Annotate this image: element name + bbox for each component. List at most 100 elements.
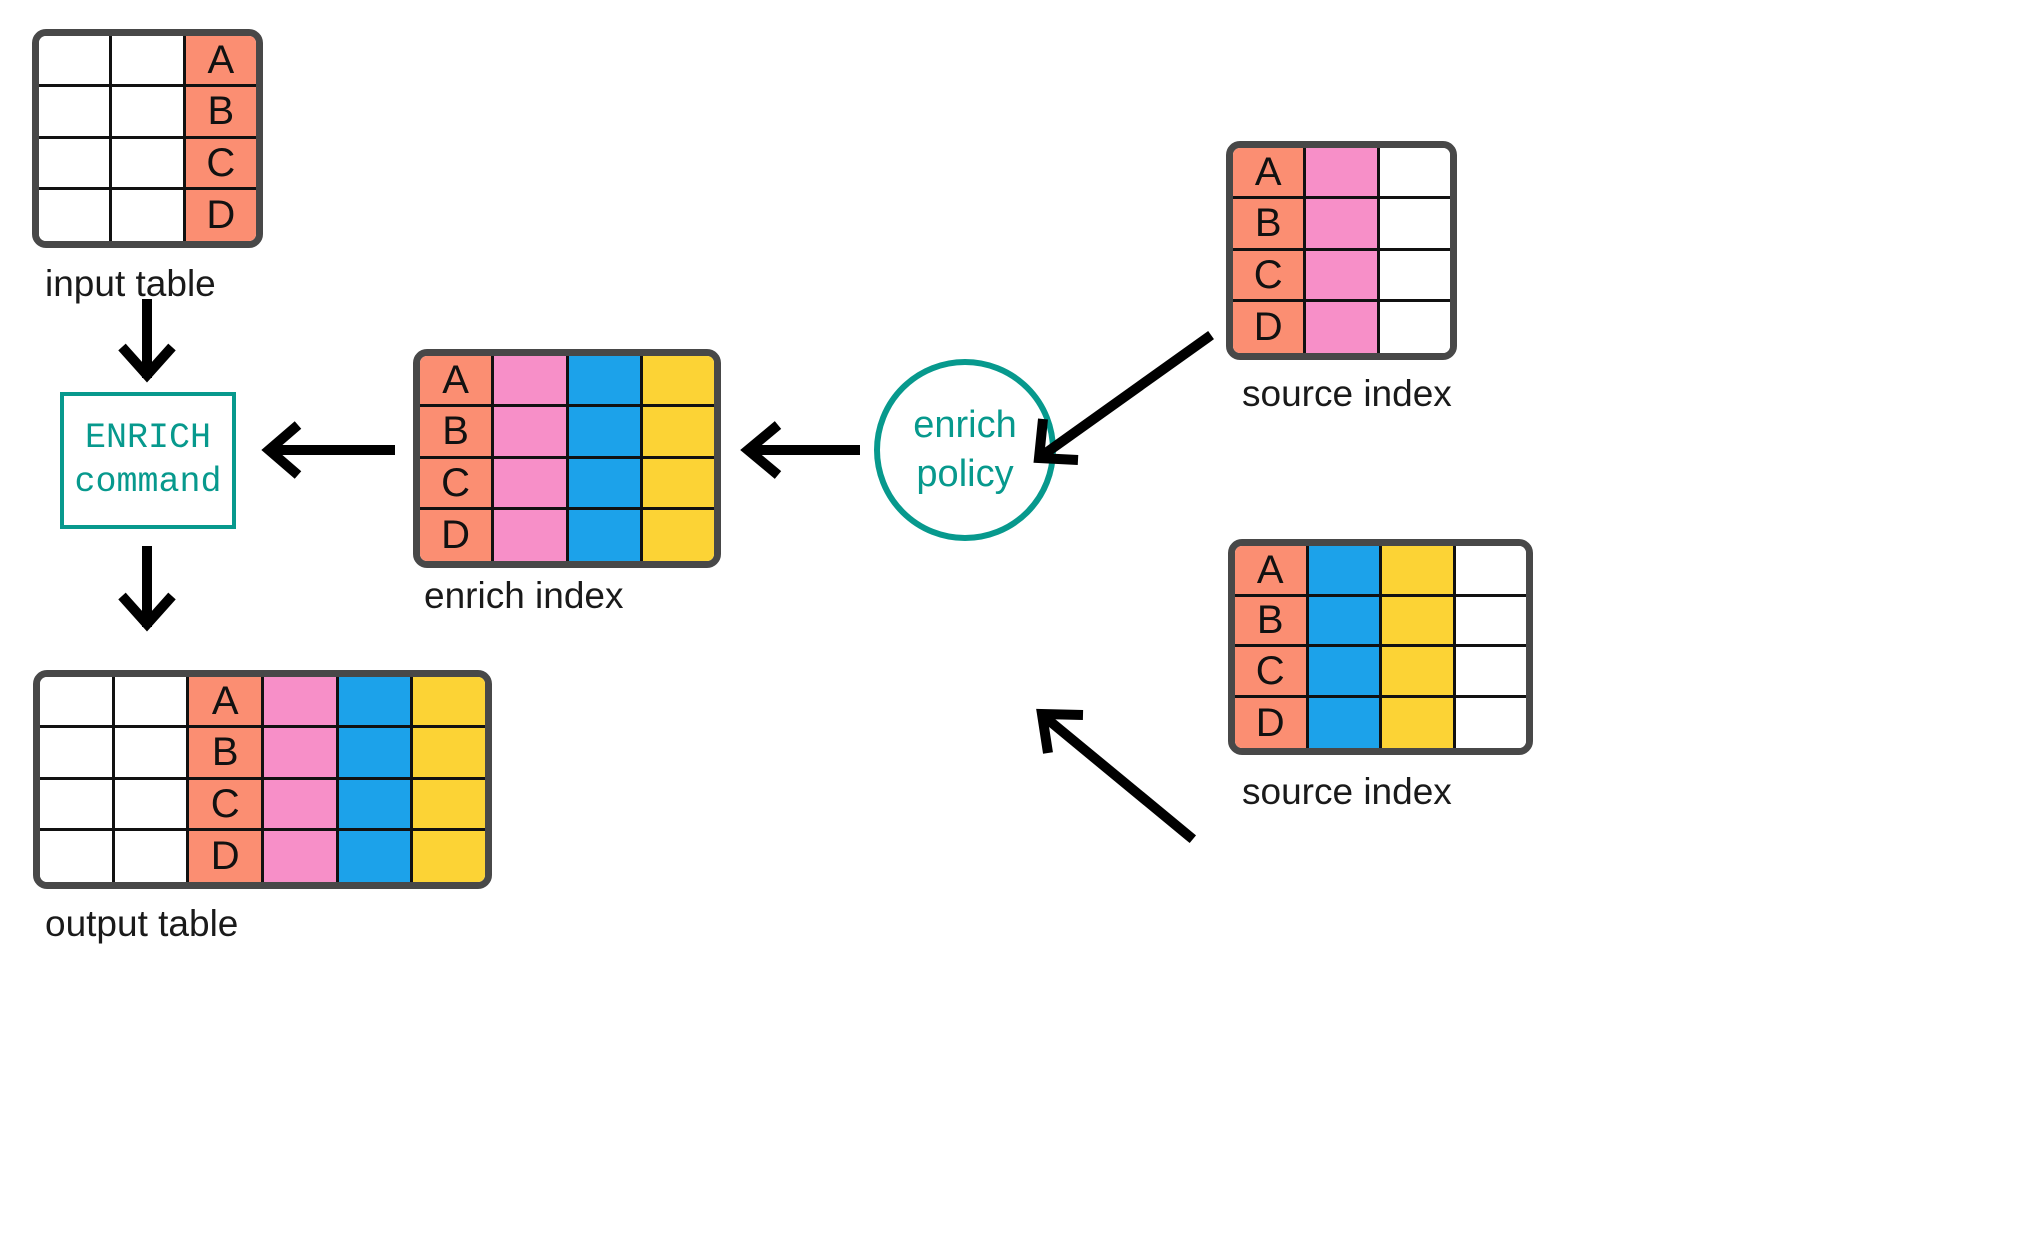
source-index-bottom-caption: source index: [1242, 771, 1452, 812]
table-cell: [40, 677, 115, 729]
table-cell: [1455, 546, 1526, 597]
table-cell: [39, 189, 113, 241]
output-table-row: C: [40, 779, 485, 831]
table-cell: C: [185, 138, 256, 190]
table-cell: A: [420, 356, 495, 408]
table-cell: [1306, 301, 1380, 353]
input-table-row: D: [39, 189, 256, 241]
source-index-bottom-row: B: [1235, 596, 1526, 647]
arrow-enrich-policy-to-enrich-index: [740, 421, 860, 479]
table-cell: [264, 728, 339, 780]
table-cell: [1455, 697, 1526, 748]
table-cell: [642, 356, 714, 408]
source-index-bottom-row: D: [1235, 697, 1526, 748]
table-cell: C: [420, 458, 495, 510]
table-cell: [568, 356, 643, 408]
output-table-row: A: [40, 677, 485, 729]
enrich-index-row: C: [420, 458, 714, 510]
table-cell: [413, 728, 485, 780]
arrow-enrich-command-to-output-table: [118, 546, 176, 632]
input-table-caption: input table: [45, 263, 216, 304]
table-cell: [413, 677, 485, 729]
enrich-policy-node[interactable]: enrich policy: [874, 359, 1056, 541]
table-cell: [494, 458, 569, 510]
table-cell: B: [185, 87, 256, 139]
arrow-input-table-to-enrich-command: [118, 299, 176, 383]
table-cell: [1308, 546, 1382, 597]
table-cell: [1379, 301, 1450, 353]
table-cell: [40, 779, 115, 831]
table-cell: [112, 36, 186, 88]
arrow-source-index-top-to-enrich-policy: [1033, 331, 1214, 465]
table-cell: B: [1233, 199, 1307, 251]
table-cell: D: [189, 830, 265, 882]
table-cell: C: [1233, 250, 1307, 302]
table-cell: [39, 36, 113, 88]
source-index-bottom-row: A: [1235, 546, 1526, 597]
table-cell: [1379, 199, 1450, 251]
table-cell: [264, 830, 339, 882]
table-cell: A: [1235, 546, 1309, 597]
table-cell: [1455, 647, 1526, 698]
table-cell: [112, 138, 186, 190]
table-cell: [1308, 697, 1382, 748]
table-cell: [264, 677, 339, 729]
table-cell: [494, 356, 569, 408]
enrich-command-line1: ENRICH: [84, 417, 212, 458]
table-cell: [1306, 250, 1380, 302]
output-table-row: B: [40, 728, 485, 780]
table-cell: [114, 677, 190, 729]
enrich-command-line2: command: [74, 461, 222, 502]
input-table-row: A: [39, 36, 256, 88]
table-cell: [1379, 148, 1450, 200]
table-cell: [40, 728, 115, 780]
table-cell: A: [1233, 148, 1307, 200]
source-index-top-caption: source index: [1242, 373, 1452, 414]
table-cell: [413, 779, 485, 831]
source-index-top-row: D: [1233, 301, 1450, 353]
output-table-caption: output table: [45, 903, 239, 944]
table-cell: B: [1235, 596, 1309, 647]
enrich-policy-line1: enrich: [913, 403, 1017, 446]
table-cell: [568, 407, 643, 459]
table-cell: [338, 830, 414, 882]
table-cell: [642, 509, 714, 561]
source-index-top-row: B: [1233, 199, 1450, 251]
table-cell: [114, 779, 190, 831]
table-cell: [1382, 697, 1456, 748]
table-cell: [39, 87, 113, 139]
source-index-top-row: C: [1233, 250, 1450, 302]
table-cell: B: [420, 407, 495, 459]
input-table-row: B: [39, 87, 256, 139]
enrich-index-row: A: [420, 356, 714, 408]
table-cell: [1382, 647, 1456, 698]
source-index-top-row: A: [1233, 148, 1450, 200]
table-cell: D: [420, 509, 495, 561]
table-cell: [494, 407, 569, 459]
table-cell: A: [185, 36, 256, 88]
arrow-source-index-bottom-to-enrich-policy: [1036, 708, 1197, 844]
table-cell: C: [189, 779, 265, 831]
table-cell: [40, 830, 115, 882]
enrich-command-box[interactable]: ENRICH command: [60, 392, 236, 529]
table-cell: [264, 779, 339, 831]
table-cell: [568, 509, 643, 561]
table-cell: [1382, 596, 1456, 647]
output-table-row: D: [40, 830, 485, 882]
source-index-bottom-row: C: [1235, 647, 1526, 698]
table-cell: B: [189, 728, 265, 780]
table-cell: [338, 677, 414, 729]
enrich-index-row: D: [420, 509, 714, 561]
table-cell: D: [1233, 301, 1307, 353]
table-cell: C: [1235, 647, 1309, 698]
enrich-index-caption: enrich index: [424, 575, 624, 616]
table-cell: [1455, 596, 1526, 647]
table-cell: [1306, 148, 1380, 200]
